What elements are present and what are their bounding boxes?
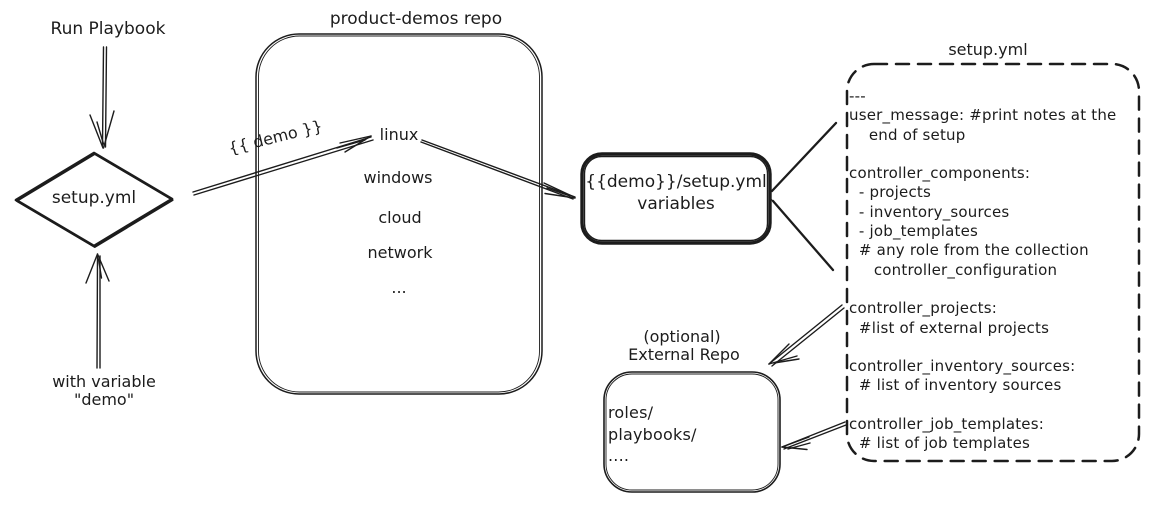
repo-item-ellipsis: ...: [391, 278, 407, 297]
external-repo-title-line1: (optional): [643, 327, 721, 346]
run-playbook-arrow: [89, 46, 115, 149]
external-repo-shape: [603, 371, 781, 493]
variables-box-shape: [580, 152, 772, 245]
variables-box-line1: {{demo}}/setup.yml: [585, 172, 767, 192]
external-repo-content: roles/ playbooks/ ....: [608, 403, 697, 465]
repo-item-linux: linux: [379, 125, 419, 144]
repo-box: [255, 33, 543, 395]
setup-yml-dashed-box: [845, 62, 1141, 463]
diamond-label: setup.yml: [51, 188, 137, 208]
variables-box-line2: variables: [637, 194, 715, 214]
setup-yml-title: setup.yml: [948, 40, 1028, 59]
run-playbook-label: Run Playbook: [50, 19, 166, 39]
repo-item-windows: windows: [363, 168, 433, 187]
linux-to-variables-arrow: [420, 139, 576, 200]
demo-arrow: [192, 135, 374, 196]
with-variable-label-line2: "demo": [73, 390, 135, 409]
external-repo-title-line2: External Repo: [628, 345, 740, 364]
fan-line-bottom: [770, 198, 835, 272]
repo-item-cloud: cloud: [378, 208, 422, 227]
templates-to-external-arrow: [781, 421, 847, 451]
with-variable-arrow: [85, 253, 110, 369]
projects-to-external-arrow: [768, 304, 845, 367]
repo-box-title: product-demos repo: [329, 9, 503, 29]
repo-item-network: network: [367, 243, 433, 262]
setup-yml-content: --- user_message: #print notes at the en…: [849, 87, 1117, 453]
with-variable-label-line1: with variable: [52, 372, 156, 391]
fan-line-top: [769, 121, 838, 194]
setup-diamond: [14, 151, 174, 248]
